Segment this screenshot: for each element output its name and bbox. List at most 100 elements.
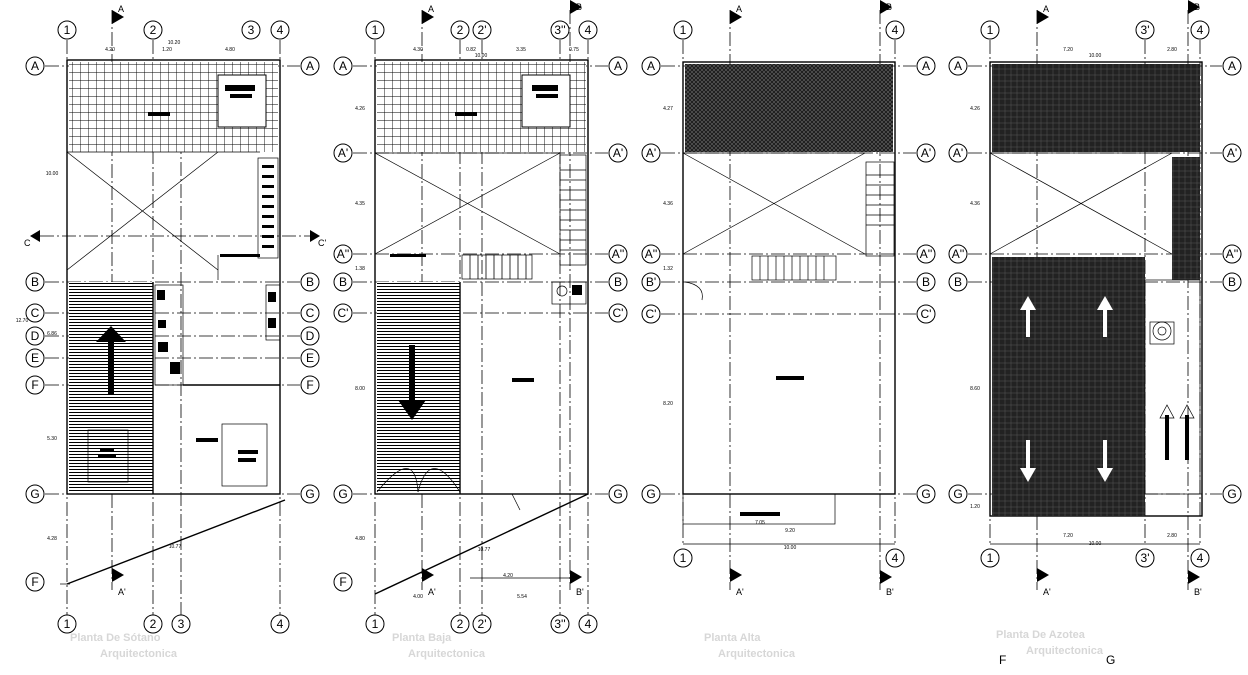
axis-label: 3: [178, 617, 185, 631]
dimension-text: 8.60: [970, 386, 980, 392]
axis-label: A': [1227, 146, 1237, 160]
axis-label: F: [31, 575, 38, 589]
axis-label: A': [613, 146, 623, 160]
plan-subtitle: Arquitectonica: [408, 648, 486, 660]
axis-label: 3': [1141, 23, 1150, 37]
axis-label: C': [921, 307, 932, 321]
axis-label: 2': [478, 23, 487, 37]
section-marker: A: [428, 4, 434, 14]
dimension-text: 0.82: [466, 47, 476, 53]
axis-label: 1: [64, 617, 71, 631]
axis-label: 3': [1141, 551, 1150, 565]
axis-label: 4: [585, 23, 592, 37]
dimension-text: 0.75: [569, 47, 579, 53]
axis-label: E: [306, 351, 314, 365]
section-marker: A: [1043, 4, 1049, 14]
axis-label: B: [306, 275, 314, 289]
axis-label: B: [954, 275, 962, 289]
axis-label: B: [31, 275, 39, 289]
section-marker: B: [886, 2, 892, 12]
plan-subtitle: Arquitectonica: [1026, 645, 1104, 657]
section-marker: B': [1194, 587, 1202, 597]
dimension-text: 1.20: [162, 47, 172, 53]
plan-sotano: [30, 10, 320, 615]
dimension-text: 10.20: [168, 40, 181, 46]
axis-label: 2': [478, 617, 487, 631]
dimension-text: 10.77: [478, 547, 491, 553]
axis-label: A: [614, 59, 622, 73]
axis-label: 3'': [554, 23, 565, 37]
axis-label: 4: [1197, 551, 1204, 565]
corner-label-right: G: [1106, 653, 1115, 667]
axis-label: B: [614, 275, 622, 289]
axis-label: A'': [952, 247, 965, 261]
dimension-text: 4.36: [663, 201, 673, 207]
axis-label: 2: [457, 617, 464, 631]
plan-sotano-axis-bubbles: 1 2 3 4 1 2 3 4 A B C D E F G F A B C D …: [16, 4, 327, 660]
corner-label-left: F: [999, 653, 1006, 667]
axis-label: C': [338, 306, 349, 320]
dimension-text: 1.32: [663, 266, 673, 272]
section-marker: A': [736, 587, 744, 597]
plan-title: Planta De Azotea: [996, 629, 1086, 641]
axis-label: 4: [585, 617, 592, 631]
axis-label: 4: [1197, 23, 1204, 37]
plan-subtitle: Arquitectonica: [718, 648, 796, 660]
dimension-text: 4.27: [663, 106, 673, 112]
axis-label: G: [646, 487, 655, 501]
axis-label: A: [1228, 59, 1236, 73]
dimension-text: 4.20: [503, 573, 513, 579]
axis-label: C: [31, 306, 40, 320]
axis-label: C': [646, 307, 657, 321]
section-marker: B': [886, 587, 894, 597]
axis-label: A': [646, 146, 656, 160]
section-marker: B: [1194, 2, 1200, 12]
dimension-text: 1.20: [970, 504, 980, 510]
section-marker: A: [118, 4, 124, 14]
axis-label: B: [1228, 275, 1236, 289]
dimension-text: 10.00: [1089, 53, 1102, 59]
axis-label: A'': [337, 247, 350, 261]
section-marker: A: [736, 4, 742, 14]
axis-label: 4: [277, 617, 284, 631]
axis-label: A'': [920, 247, 933, 261]
axis-label: A: [339, 59, 347, 73]
section-marker: A': [1043, 587, 1051, 597]
dimension-text: 4.36: [970, 201, 980, 207]
axis-label: 1: [680, 23, 687, 37]
axis-label: F: [339, 575, 346, 589]
dimension-text: 5.30: [47, 436, 57, 442]
section-marker: C': [318, 238, 326, 248]
dimension-text: 10.00: [475, 53, 488, 59]
axis-label: A'': [612, 247, 625, 261]
dimension-text: 6.86: [47, 331, 57, 337]
axis-label: A': [921, 146, 931, 160]
axis-label: 3: [248, 23, 255, 37]
axis-label: 1: [987, 551, 994, 565]
dimension-text: 10.00: [46, 171, 59, 177]
axis-label: 1: [987, 23, 994, 37]
axis-label: A: [306, 59, 314, 73]
dimension-text: 8.20: [663, 401, 673, 407]
axis-label: G: [613, 487, 622, 501]
dimension-text: 9.20: [785, 528, 795, 534]
plan-title: Planta De Sótano: [70, 632, 161, 644]
axis-label: F: [306, 378, 313, 392]
axis-label: A: [31, 59, 39, 73]
axis-label: D: [306, 329, 315, 343]
section-marker: A': [118, 587, 126, 597]
axis-label: G: [305, 487, 314, 501]
dimension-text: 7.05: [755, 520, 765, 526]
axis-label: G: [1227, 487, 1236, 501]
dimension-text: 1.38: [355, 266, 365, 272]
axis-label: 1: [372, 617, 379, 631]
dimension-text: 12.70: [16, 318, 29, 324]
axis-label: C': [613, 306, 624, 320]
plan-alta: [661, 0, 916, 590]
dimension-text: 10.00: [784, 545, 797, 551]
axis-label: A: [954, 59, 962, 73]
dimension-text: 10.77: [169, 544, 182, 550]
section-marker: B: [576, 2, 582, 12]
axis-label: 4: [892, 551, 899, 565]
axis-label: F: [31, 378, 38, 392]
